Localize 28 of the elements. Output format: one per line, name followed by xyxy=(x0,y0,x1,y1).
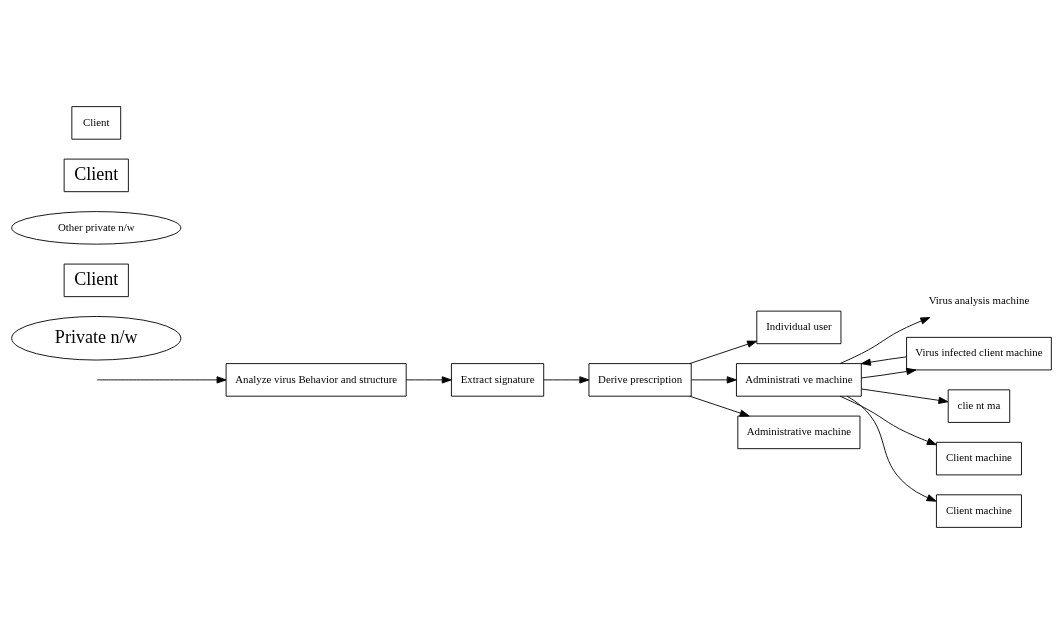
node-box: Client xyxy=(63,263,129,297)
arrow xyxy=(839,316,931,364)
node-box: Client xyxy=(71,105,122,140)
node-box: Analyze virus Behavior and structure xyxy=(225,362,407,397)
arrow xyxy=(543,375,590,383)
arrow xyxy=(405,375,452,383)
arrow xyxy=(846,395,937,502)
node-box: Administrative machine xyxy=(737,415,861,449)
arrow xyxy=(689,340,758,364)
node-text: Virus analysis machine xyxy=(928,293,1030,306)
node-box: clie nt ma xyxy=(947,388,1011,423)
arrow xyxy=(96,375,227,383)
node-box: Client machine xyxy=(935,441,1022,475)
arrow xyxy=(860,355,907,366)
node-ellipse: Other private n/w xyxy=(11,210,182,245)
arrow xyxy=(691,375,737,383)
node-box: Individual user xyxy=(756,310,842,344)
node-box: Virus infected client machine xyxy=(906,336,1052,370)
arrow xyxy=(689,395,750,417)
arrow xyxy=(860,367,917,378)
arrow xyxy=(860,388,949,404)
node-box: Client machine xyxy=(935,493,1022,528)
node-box: Client xyxy=(63,158,129,192)
node-box: Extract signature xyxy=(450,362,545,397)
arrow xyxy=(839,395,937,445)
node-box: Derive prescription xyxy=(588,362,692,397)
node-ellipse: Private n/w xyxy=(11,315,182,360)
node-box: Administrati ve machine xyxy=(736,362,862,397)
